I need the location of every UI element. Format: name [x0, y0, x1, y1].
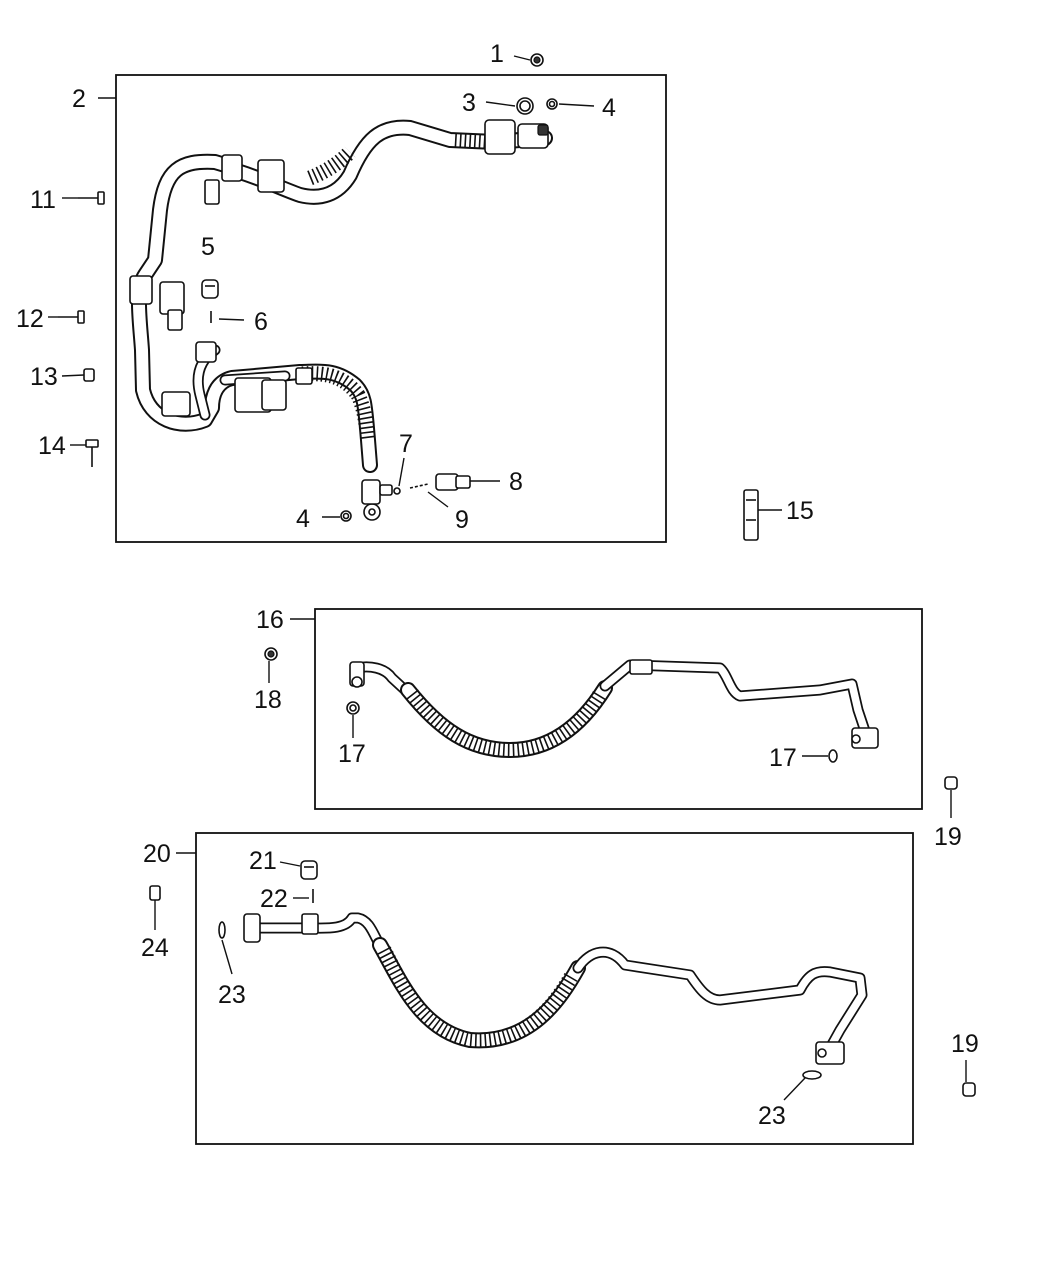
callout-23-left: 23 [218, 981, 246, 1009]
assembly-frame-16 [314, 608, 923, 810]
part-oring-4-top [546, 98, 558, 110]
callout-labels: 1 2 3 4 4 5 6 7 8 9 11 12 13 14 15 16 17… [16, 40, 979, 1130]
callout-12: 12 [16, 305, 44, 333]
hose-assembly-20 [243, 912, 868, 1065]
callout-24: 24 [141, 934, 169, 962]
part-oring-23-right [802, 1070, 822, 1080]
part-nut-18 [264, 647, 278, 661]
callout-4-top: 4 [602, 94, 616, 122]
callout-3: 3 [462, 89, 476, 117]
hose-assembly-16 [349, 659, 879, 758]
hose-assembly-2 [129, 119, 553, 521]
callout-2: 2 [72, 85, 86, 113]
part-cap-19-lower [962, 1082, 976, 1097]
part-oring-17-left [346, 701, 360, 715]
part-bolt-11 [78, 191, 105, 205]
callout-14: 14 [38, 432, 66, 460]
callout-16: 16 [256, 606, 284, 634]
callout-18: 18 [254, 686, 282, 714]
callout-8: 8 [509, 468, 523, 496]
callout-4-bottom: 4 [296, 505, 310, 533]
part-clip-24 [149, 885, 161, 901]
callout-17-left: 17 [338, 740, 366, 768]
part-oring-4-bottom [340, 510, 352, 522]
part-nut-1 [530, 53, 544, 67]
part-bracket-15 [743, 489, 759, 541]
part-oring-17-right [828, 749, 838, 763]
callout-22: 22 [260, 885, 288, 913]
part-oring-7 [393, 487, 401, 495]
callout-5: 5 [201, 233, 215, 261]
leader-lines [48, 55, 967, 1101]
callout-7: 7 [399, 430, 413, 458]
callout-19-upper: 19 [934, 823, 962, 851]
callout-21: 21 [249, 847, 277, 875]
callout-20: 20 [143, 840, 171, 868]
callout-1: 1 [490, 40, 504, 68]
part-cap-5 [201, 279, 219, 299]
part-clip-13 [83, 368, 95, 382]
callout-23-right: 23 [758, 1102, 786, 1130]
part-bolt-12 [58, 310, 85, 324]
part-oring-23-left [218, 921, 226, 939]
part-cap-19-upper [944, 776, 958, 790]
part-cap-21 [300, 860, 318, 880]
assembly-frame-2 [115, 74, 667, 543]
callout-17-right: 17 [769, 744, 797, 772]
part-bolt-14 [85, 439, 99, 467]
assembly-frame-20 [195, 832, 914, 1145]
callout-6: 6 [254, 308, 268, 336]
callout-9: 9 [455, 506, 469, 534]
part-sensor-8 [435, 473, 471, 491]
part-pin-9 [409, 483, 429, 489]
callout-11: 11 [30, 186, 56, 214]
callout-15: 15 [786, 497, 814, 525]
callout-13: 13 [30, 363, 58, 391]
callout-19-lower: 19 [951, 1030, 979, 1058]
part-seal-3 [516, 97, 534, 115]
